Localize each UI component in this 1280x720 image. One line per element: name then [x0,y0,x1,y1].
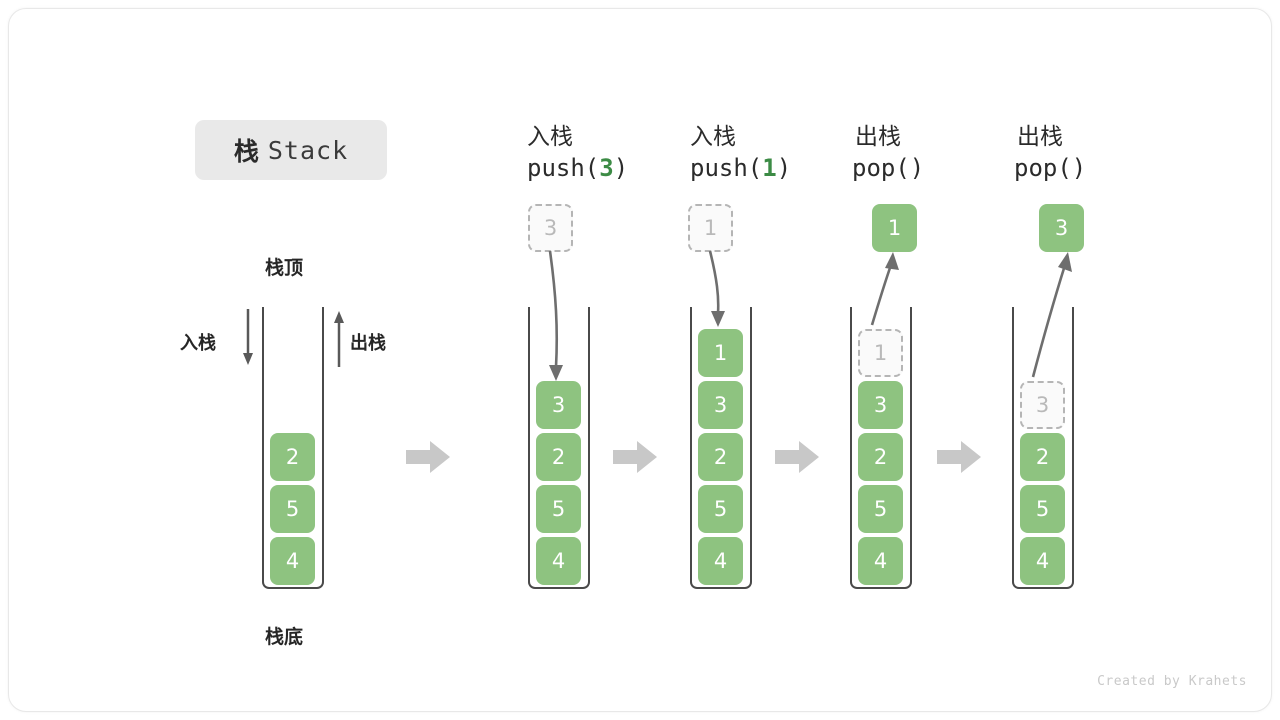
floating-ghost-cell-push-3: 3 [528,204,573,252]
stack-container-initial [262,307,324,589]
stack-cell: 2 [698,433,743,481]
pop-flow-arrow-icon [870,252,899,326]
pop-direction-label: 出栈 [350,333,386,354]
stack-cell: 2 [536,433,581,481]
floating-ghost-cell-push-1: 1 [688,204,733,252]
stage-header-code-push-3: push(3) [527,154,628,182]
code-arg: 3 [599,154,614,182]
stage-header-cn-pop-1: 出栈 [855,124,901,150]
step-arrow-icon [937,441,981,473]
stack-cell: 4 [698,537,743,585]
stack-cell: 5 [536,485,581,533]
title-en: Stack [267,135,349,165]
title-badge: 栈 Stack [195,120,387,180]
stack-cell: 5 [1020,485,1065,533]
credit-text: Created by Krahets [1097,674,1247,689]
step-arrow-icon [613,441,657,473]
stack-cell: 2 [1020,433,1065,481]
stack-cell: 3 [536,381,581,429]
stack-cell: 2 [270,433,315,481]
floating-popped-cell-1: 1 [872,204,917,252]
stack-cell-removed: 3 [1020,381,1065,429]
stack-bottom-label: 栈底 [265,626,304,648]
push-direction-label: 入栈 [180,333,216,354]
stack-container-pop-1 [850,307,912,589]
stage-header-code-pop-1: pop() [852,154,924,182]
step-arrow-icon [775,441,819,473]
stack-cell: 5 [698,485,743,533]
pop-flow-arrow-icon [1031,252,1072,378]
stack-cell: 5 [858,485,903,533]
stage-header-cn-push-1: 入栈 [690,124,736,150]
code-prefix: push( [527,154,600,182]
push-flow-arrow-icon [708,250,725,327]
stage-header-cn-push-3: 入栈 [527,124,573,150]
title-cn: 栈 [233,137,259,166]
floating-popped-cell-3: 3 [1039,204,1084,252]
code-prefix: push( [690,154,763,182]
code-suffix: ) [1071,154,1087,182]
stack-cell: 4 [1020,537,1065,585]
code-arg: 1 [762,154,777,182]
code-prefix: pop( [852,154,910,182]
stack-cell: 1 [698,329,743,377]
stack-container-push-3 [528,307,590,589]
step-arrow-icon [406,441,450,473]
stage-header-code-push-1: push(1) [690,154,791,182]
push-direction-arrow-icon [243,309,253,365]
stack-container-push-1 [690,307,752,589]
pop-direction-arrow-icon [334,311,344,367]
code-suffix: ) [613,154,629,182]
stack-cell: 4 [536,537,581,585]
stack-top-label: 栈顶 [265,257,304,279]
code-suffix: ) [776,154,792,182]
stack-cell: 4 [858,537,903,585]
stage-header-code-pop-3: pop() [1014,154,1086,182]
stack-cell: 5 [270,485,315,533]
stack-container-pop-3 [1012,307,1074,589]
code-suffix: ) [909,154,925,182]
push-flow-arrow-icon [548,250,563,381]
stage-header-cn-pop-3: 出栈 [1017,124,1063,150]
diagram-card: 栈 Stack 栈顶 入栈 出栈 2 5 4 栈底 入栈 push(3) 3 3… [8,8,1272,712]
stack-cell: 3 [698,381,743,429]
stack-cell: 3 [858,381,903,429]
code-prefix: pop( [1014,154,1072,182]
stack-cell-removed: 1 [858,329,903,377]
stack-cell: 2 [858,433,903,481]
stack-cell: 4 [270,537,315,585]
